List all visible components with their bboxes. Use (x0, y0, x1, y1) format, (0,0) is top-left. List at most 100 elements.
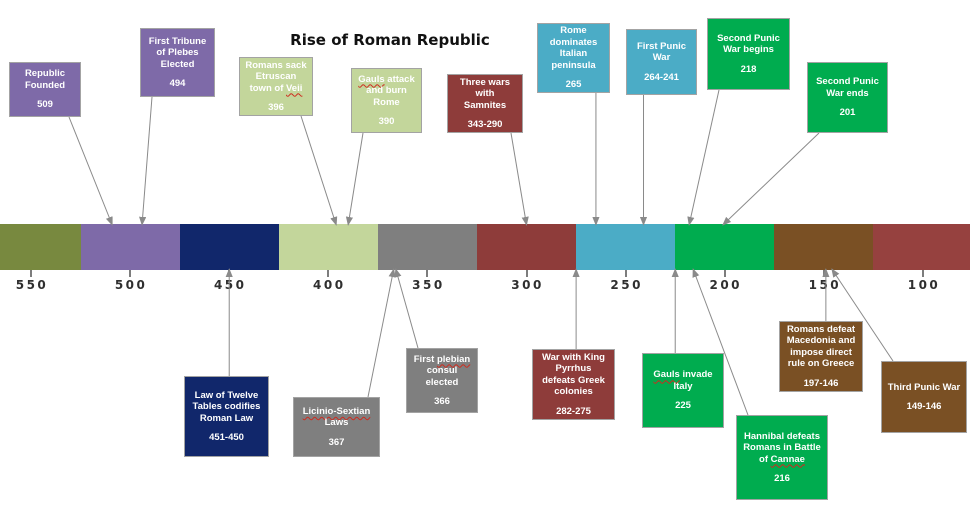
event-title-line: rule on Greece (787, 358, 855, 370)
event-title-line: Second Punic (816, 76, 879, 88)
event-year: 390 (378, 116, 395, 127)
bar-segment-brown (774, 224, 873, 270)
event-title-line: Elected (160, 58, 195, 70)
event-title-line: Italian (559, 48, 588, 60)
event-title-line: defeats Greek (542, 374, 605, 386)
event-title-line: and burn (366, 85, 407, 96)
misspelled-word: Licinio-Sextian (302, 405, 371, 417)
event-year: 216 (774, 473, 790, 484)
event-year: 396 (268, 102, 284, 113)
event-title-line: Roman Law (199, 412, 254, 424)
arrow-samnite-wars (510, 132, 529, 226)
axis-label-300: 300 (511, 278, 544, 292)
misspelled-word: Gauls (653, 369, 680, 381)
event-title-line: Etruscan (255, 71, 297, 82)
event-title-line: Rome (373, 96, 400, 108)
axis-label-100: 100 (907, 278, 941, 292)
axis-label-150: 150 (808, 278, 842, 292)
axis-label-450: 450 (213, 278, 247, 292)
bar-segment-green (675, 224, 774, 270)
axis-tick-350 (426, 270, 429, 277)
misspelled-word: Cannae (770, 453, 805, 465)
event-title-line: Second Punic (717, 32, 780, 44)
misspelled-word: Veii (286, 82, 303, 94)
axis-label-200: 200 (709, 278, 743, 292)
event-year: 343-290 (467, 119, 503, 130)
event-title-line: Founded (24, 79, 66, 91)
event-title-line: Hannibal defeats (743, 430, 820, 442)
event-title-line: Rome (560, 25, 587, 37)
event-title-line: Samnites (463, 99, 507, 111)
event-title-line: Third Punic War (887, 381, 961, 393)
event-title-line: Romans in Battle (743, 442, 821, 453)
axis-label-350: 350 (412, 278, 445, 292)
event-title-line: peninsula (551, 59, 596, 71)
page-title: Rise of Roman Republic (290, 31, 490, 49)
event-title-line: Law of Twelve (194, 389, 259, 401)
event-title-line: impose direct (790, 346, 852, 358)
event-title: Third Punic War (888, 382, 960, 394)
event-title-line: elected (425, 376, 459, 388)
event-title-line: War with King (542, 351, 605, 363)
event-year: 367 (328, 436, 345, 448)
axis-label-400: 400 (313, 278, 346, 292)
bar-segment-gray (378, 224, 477, 270)
event-title-line: of Plebes (156, 47, 199, 58)
axis-tick-200 (723, 270, 726, 277)
event-title-line: Romans defeat (786, 323, 856, 335)
event-title-line: Gauls invade (653, 369, 713, 381)
axis-tick-450 (228, 270, 231, 277)
bar-segment-darkred (477, 224, 576, 270)
event-title-line: First Punic (636, 40, 687, 52)
arrow-first-tribune-plebes (139, 96, 153, 226)
misspelled-word: Gauls (358, 73, 385, 85)
event-title-line: War ends (826, 87, 869, 99)
event-title-line: dominates (549, 36, 598, 48)
axis-label-250: 250 (610, 278, 643, 292)
event-year: 451-450 (209, 432, 244, 443)
event-title-line: Romans sack (245, 59, 307, 71)
event-title-line: with (475, 88, 495, 99)
event-title-line: Macedonia and (786, 335, 856, 347)
arrow-republic-founded (68, 116, 113, 226)
event-title-line: of Cannae (759, 453, 805, 465)
misspelled-word: plebian (436, 353, 471, 365)
bar-segment-navy (180, 224, 279, 270)
timeline-bar (0, 224, 970, 270)
bar-segment-lightgreen (279, 224, 378, 270)
arrow-licinio-sextian-laws (367, 268, 396, 398)
event-year: 282-275 (556, 405, 591, 417)
bar-segment-purple (81, 224, 180, 270)
event-year: 197-146 (803, 377, 839, 389)
event-year: 265 (565, 79, 582, 91)
event-year: 264-241 (644, 71, 679, 83)
event-title-line: Licinio-Sextian (303, 406, 371, 418)
axis-tick-100 (922, 270, 924, 277)
bar-segment-olive (0, 224, 81, 270)
